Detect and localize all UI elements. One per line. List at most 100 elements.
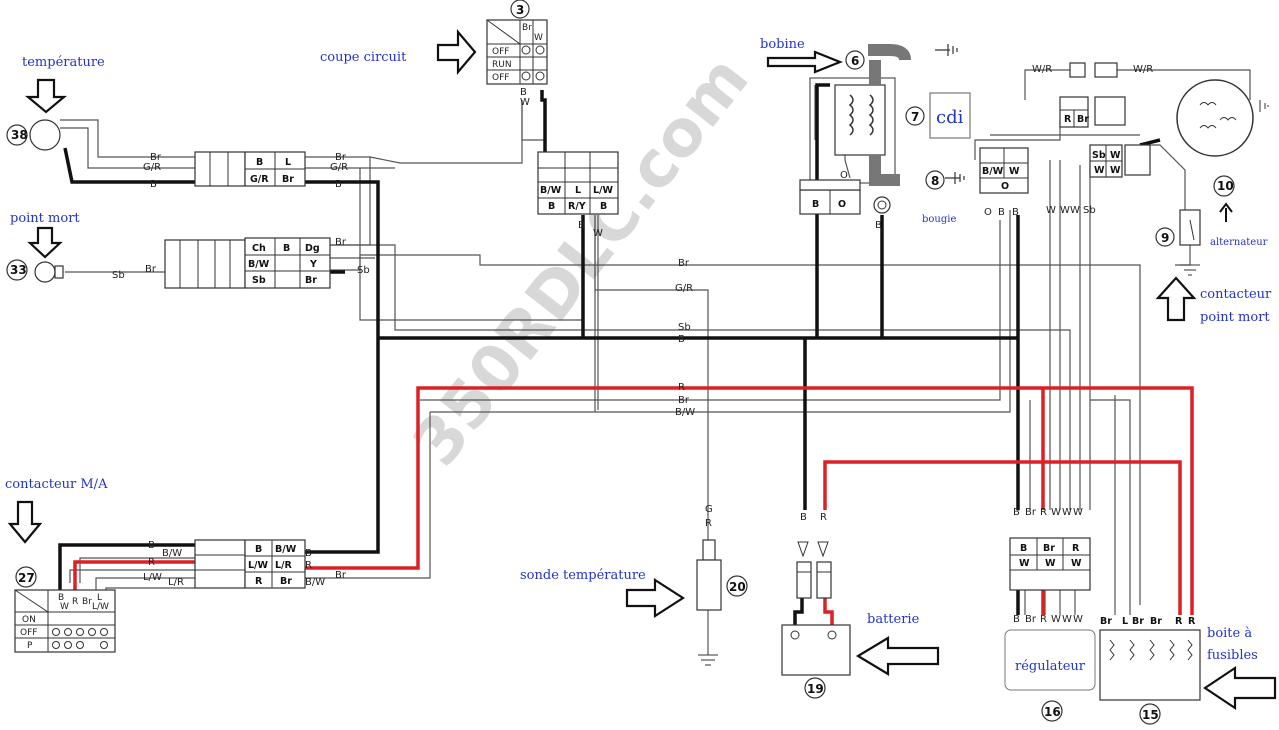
main-switch: 27 B W R Br L L/W ON OFF P — [14, 566, 116, 653]
svg-text:G/R: G/R — [330, 162, 348, 173]
svg-text:coupe circuit: coupe circuit — [320, 50, 407, 65]
svg-text:R: R — [148, 557, 155, 568]
right-arrow-icon — [436, 29, 477, 75]
svg-text:W: W — [1071, 558, 1082, 569]
svg-text:B: B — [150, 179, 157, 190]
svg-text:L/W: L/W — [248, 560, 269, 571]
svg-text:R: R — [1188, 616, 1196, 627]
svg-text:W: W — [1094, 165, 1105, 176]
svg-text:B: B — [578, 220, 585, 231]
svg-text:B: B — [335, 179, 342, 190]
svg-text:6: 6 — [851, 54, 859, 68]
svg-text:OFF: OFF — [492, 73, 509, 83]
svg-text:Br: Br — [335, 152, 347, 163]
wire-labels: Br G/R B Br G/R B Br Sb Br Sb Br G/R Sb … — [112, 64, 1153, 625]
svg-text:Br: Br — [1043, 543, 1055, 554]
fuse-box: Br L Br Br R R 15 — [1099, 616, 1201, 725]
svg-text:Br: Br — [82, 597, 92, 607]
svg-text:W/R: W/R — [1133, 64, 1153, 75]
svg-text:B: B — [148, 540, 155, 551]
svg-text:B: B — [1013, 614, 1020, 625]
svg-text:W: W — [1051, 507, 1061, 518]
svg-text:8: 8 — [931, 174, 939, 188]
svg-text:L: L — [575, 185, 581, 196]
svg-text:Sb: Sb — [252, 275, 266, 286]
svg-text:G/R: G/R — [250, 174, 269, 185]
svg-text:bougie: bougie — [922, 214, 956, 225]
svg-text:W: W — [1110, 150, 1121, 161]
up-arrow-icon — [1155, 276, 1197, 322]
svg-text:W: W — [1046, 205, 1056, 216]
svg-text:B: B — [678, 334, 685, 345]
left-arrow-icon — [855, 636, 940, 676]
svg-text:B: B — [1013, 507, 1020, 518]
spark-plug: 8 bougie — [873, 170, 965, 225]
svg-text:15: 15 — [1142, 708, 1159, 722]
svg-text:L/W: L/W — [143, 572, 162, 583]
annotation-labels: température point mort coupe circuit bob… — [5, 37, 1272, 663]
svg-text:Br: Br — [305, 275, 317, 286]
svg-text:Br: Br — [1025, 614, 1037, 625]
svg-text:OFF: OFF — [20, 628, 37, 638]
svg-text:B: B — [548, 201, 555, 212]
down-arrow-icon — [27, 226, 63, 259]
svg-text:7: 7 — [911, 110, 919, 124]
regulator: B Br R W W W régulateur 16 — [1004, 537, 1096, 722]
svg-text:W: W — [1073, 614, 1083, 625]
svg-text:Sb: Sb — [112, 270, 125, 281]
svg-text:P: P — [27, 641, 33, 651]
svg-text:W: W — [1019, 558, 1030, 569]
svg-text:contacteur M/A: contacteur M/A — [5, 477, 108, 492]
svg-text:ON: ON — [22, 615, 36, 625]
cdi-unit: 7 cdi B/W W O — [905, 92, 1029, 194]
svg-text:B/W: B/W — [540, 185, 562, 196]
svg-text:B: B — [256, 157, 263, 168]
svg-text:Br: Br — [1132, 616, 1144, 627]
ground-wires — [58, 83, 1161, 630]
svg-text:W: W — [1073, 507, 1083, 518]
svg-text:Br: Br — [280, 576, 292, 587]
svg-text:L/R: L/R — [275, 560, 293, 571]
svg-text:Br: Br — [1150, 616, 1162, 627]
svg-text:R: R — [255, 576, 263, 587]
connector-handlebar: B/W L L/W B R/Y B — [537, 151, 619, 215]
svg-text:W: W — [1110, 165, 1121, 176]
svg-text:G: G — [705, 504, 713, 515]
svg-text:33: 33 — [10, 263, 27, 277]
svg-text:O: O — [840, 170, 848, 181]
svg-text:W: W — [1051, 614, 1061, 625]
svg-text:L: L — [285, 157, 291, 168]
svg-text:Br: Br — [678, 258, 690, 269]
svg-text:B/W: B/W — [675, 407, 695, 418]
svg-text:20: 20 — [729, 580, 746, 594]
svg-text:L: L — [97, 593, 102, 603]
svg-text:Br: Br — [150, 152, 162, 163]
svg-text:G/R: G/R — [675, 283, 693, 294]
svg-text:R: R — [1175, 616, 1183, 627]
svg-text:Br: Br — [522, 23, 532, 33]
svg-text:R: R — [1040, 614, 1047, 625]
connector-main-switch: B B/W L/W L/R R Br — [194, 539, 306, 589]
svg-text:B: B — [255, 544, 262, 555]
svg-text:B/W: B/W — [275, 544, 297, 555]
svg-text:R: R — [820, 512, 827, 523]
svg-text:contacteur: contacteur — [1200, 287, 1272, 302]
down-arrow-icon — [7, 500, 43, 544]
svg-text:sonde température: sonde température — [520, 568, 646, 583]
svg-text:9: 9 — [1161, 231, 1169, 245]
neutral-indicator-light: 33 — [6, 259, 64, 283]
svg-text:Br: Br — [335, 237, 347, 248]
connector-neutral: Ch B Dg B/W Y Sb Br — [164, 237, 331, 289]
svg-text:W: W — [593, 228, 603, 239]
svg-text:B: B — [998, 207, 1005, 218]
svg-text:G/R: G/R — [143, 162, 161, 173]
svg-text:OFF: OFF — [492, 47, 509, 57]
svg-text:B: B — [58, 593, 64, 603]
svg-text:point mort: point mort — [1200, 310, 1270, 325]
svg-text:W: W — [1045, 558, 1056, 569]
svg-text:16: 16 — [1044, 705, 1061, 719]
svg-text:Br: Br — [1025, 507, 1037, 518]
svg-text:27: 27 — [18, 571, 35, 585]
svg-text:19: 19 — [807, 682, 824, 696]
